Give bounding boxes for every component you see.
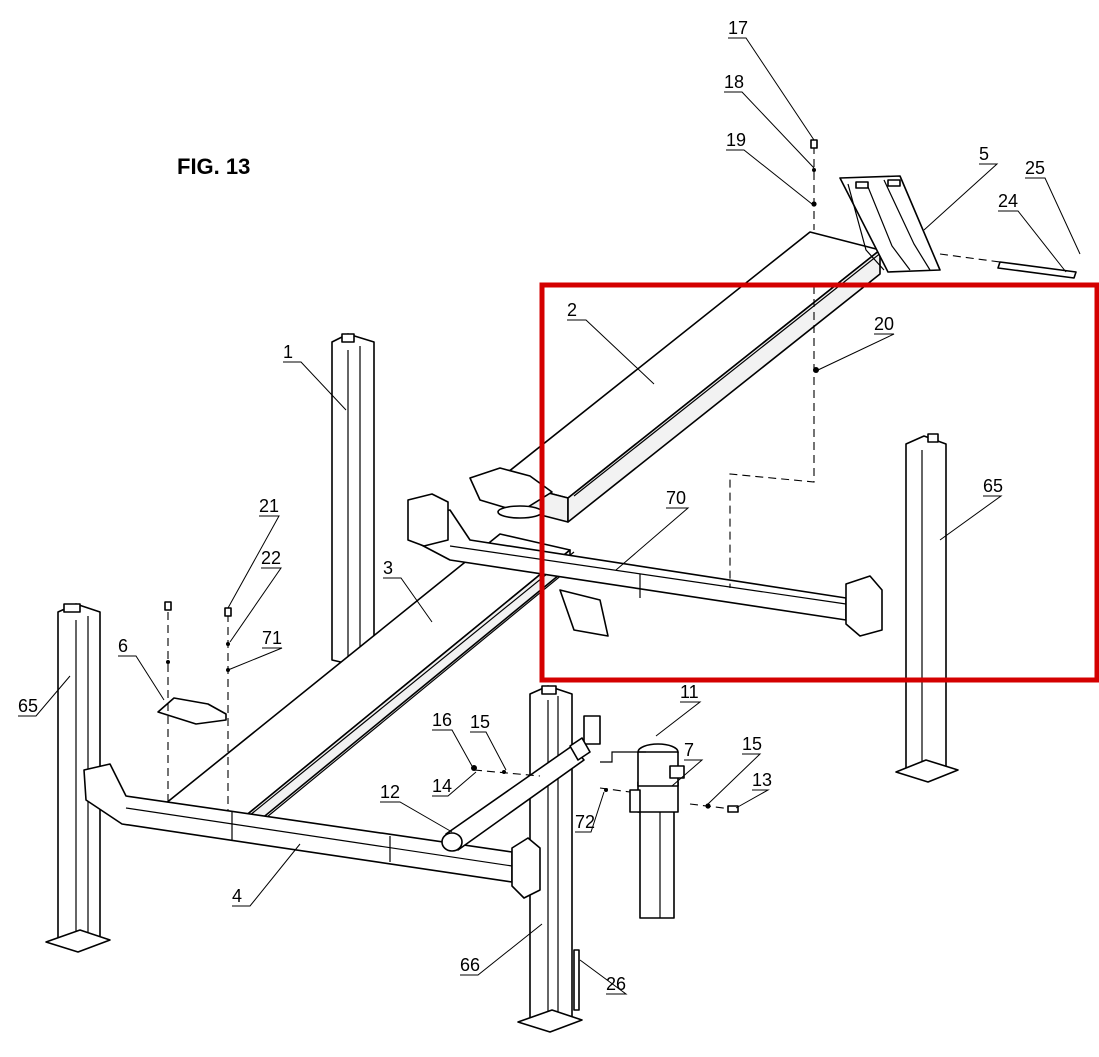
callout-4: 4 [232, 886, 242, 906]
highlight-box [539, 282, 1099, 683]
figure-title: FIG. 13 [177, 154, 251, 179]
callout-1: 1 [283, 342, 293, 362]
callout-2: 2 [567, 300, 577, 320]
callout-15b: 15 [742, 734, 762, 754]
callout-72: 72 [575, 812, 595, 832]
bracket-11 [569, 715, 646, 763]
callout-24: 24 [998, 191, 1018, 211]
crossbeam-70 [407, 493, 883, 637]
callout-65a: 65 [18, 696, 38, 716]
callout-12: 12 [380, 782, 400, 802]
callout-19: 19 [726, 130, 746, 150]
callout-18: 18 [724, 72, 744, 92]
callout-5: 5 [979, 144, 989, 164]
callout-25: 25 [1025, 158, 1045, 178]
callout-70: 70 [666, 488, 686, 508]
callout-66: 66 [460, 955, 480, 975]
runway-2 [469, 231, 883, 523]
callout-71: 71 [262, 628, 282, 648]
callout-6: 6 [118, 636, 128, 656]
callout-leaders [18, 37, 1081, 995]
callout-11: 11 [680, 682, 699, 702]
ramp-5 [839, 175, 941, 273]
callout-21: 21 [259, 496, 279, 516]
power-unit-7 [629, 743, 685, 919]
post-1 [331, 333, 375, 667]
callout-13: 13 [752, 770, 772, 790]
ramp-6 [157, 697, 227, 725]
callout-3: 3 [383, 558, 393, 578]
rod-24 [997, 261, 1077, 279]
post-65-right [895, 433, 959, 783]
post-65-left [45, 603, 111, 953]
callout-22: 22 [261, 548, 281, 568]
callout-7: 7 [684, 740, 694, 760]
callout-14: 14 [432, 776, 452, 796]
callout-16: 16 [432, 710, 452, 730]
callout-26: 26 [606, 974, 626, 994]
crossbeam-4 [83, 763, 541, 899]
bolt-26 [573, 949, 580, 1011]
callout-labels: 1 2 3 4 5 6 7 11 12 13 14 15 15 16 17 18… [18, 18, 1045, 994]
callout-17: 17 [728, 18, 748, 38]
callout-20: 20 [874, 314, 894, 334]
hardware-points [164, 139, 819, 813]
callout-15a: 15 [470, 712, 490, 732]
callout-65b: 65 [983, 476, 1003, 496]
